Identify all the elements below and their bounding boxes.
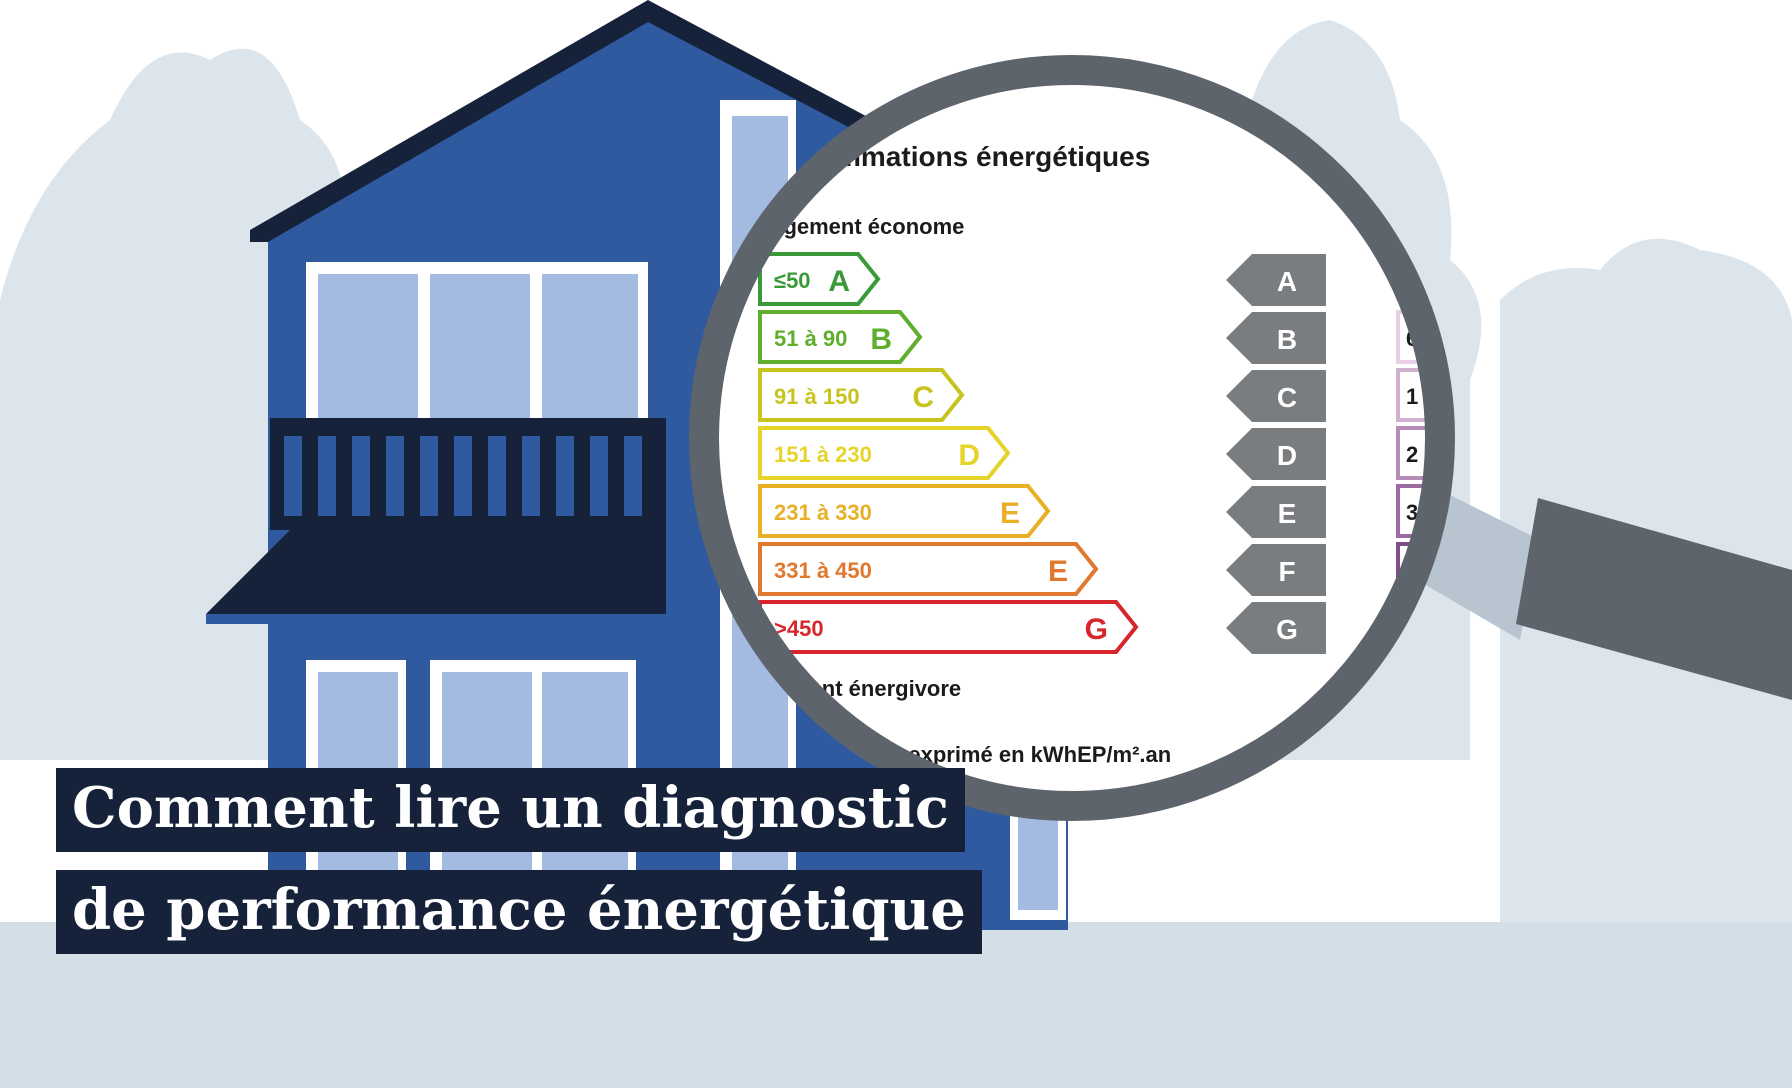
class-bar-2: 51 à 90 B bbox=[758, 310, 923, 364]
grey-tag-f: F bbox=[1226, 544, 1326, 596]
class-range: 51 à 90 bbox=[774, 326, 847, 351]
svg-text:D: D bbox=[1277, 440, 1297, 471]
svg-text:A: A bbox=[1277, 266, 1297, 297]
grey-tag-g: G bbox=[1226, 602, 1326, 654]
title-line-2: de performance énergétique bbox=[56, 870, 982, 954]
lens-view: mmations énergétiques ogement économe ≤5… bbox=[704, 70, 1440, 806]
grey-tag-c: C bbox=[1226, 370, 1326, 422]
class-range: 151 à 230 bbox=[774, 442, 872, 467]
grey-tag-b: B bbox=[1226, 312, 1326, 364]
class-range: 331 à 450 bbox=[774, 558, 872, 583]
class-letter: E bbox=[1000, 497, 1020, 530]
svg-text:F: F bbox=[1278, 556, 1295, 587]
svg-text:G: G bbox=[1276, 614, 1298, 645]
class-bar-1: ≤50 A bbox=[758, 252, 881, 306]
svg-text:C: C bbox=[1277, 382, 1297, 413]
grey-tag-d: D bbox=[1226, 428, 1326, 480]
svg-text:1: 1 bbox=[1406, 384, 1418, 409]
svg-text:2: 2 bbox=[1406, 442, 1418, 467]
class-bar-7: >450 G bbox=[758, 600, 1139, 654]
class-bar-6: 331 à 450 E bbox=[758, 542, 1099, 596]
energy-class-bars: ≤50 A 51 à 90 B 91 à 150 C 151 à 230 D 231 à 330… bbox=[758, 252, 1139, 654]
label-top-note: ogement économe bbox=[770, 214, 964, 239]
class-range: ≤50 bbox=[774, 268, 811, 293]
svg-text:3: 3 bbox=[1406, 500, 1418, 525]
class-letter: E bbox=[1048, 555, 1068, 588]
class-letter: D bbox=[958, 439, 980, 472]
class-range: >450 bbox=[774, 616, 824, 641]
class-letter: A bbox=[828, 265, 850, 298]
class-bar-5: 231 à 330 E bbox=[758, 484, 1051, 538]
class-range: 91 à 150 bbox=[774, 384, 860, 409]
class-letter: G bbox=[1085, 613, 1108, 646]
svg-text:B: B bbox=[1277, 324, 1297, 355]
magnifier-ring bbox=[689, 55, 1455, 821]
class-letter: B bbox=[870, 323, 892, 356]
title-line-1: Comment lire un diagnostic bbox=[56, 768, 965, 852]
class-letter: C bbox=[912, 381, 934, 414]
svg-text:E: E bbox=[1278, 498, 1297, 529]
class-bar-4: 151 à 230 D bbox=[758, 426, 1011, 480]
grey-tag-a: A bbox=[1226, 254, 1326, 306]
label-heading: mmations énergétiques bbox=[836, 141, 1150, 172]
class-bar-3: 91 à 150 C bbox=[758, 368, 965, 422]
class-range: 231 à 330 bbox=[774, 500, 872, 525]
grey-tag-e: E bbox=[1226, 486, 1326, 538]
